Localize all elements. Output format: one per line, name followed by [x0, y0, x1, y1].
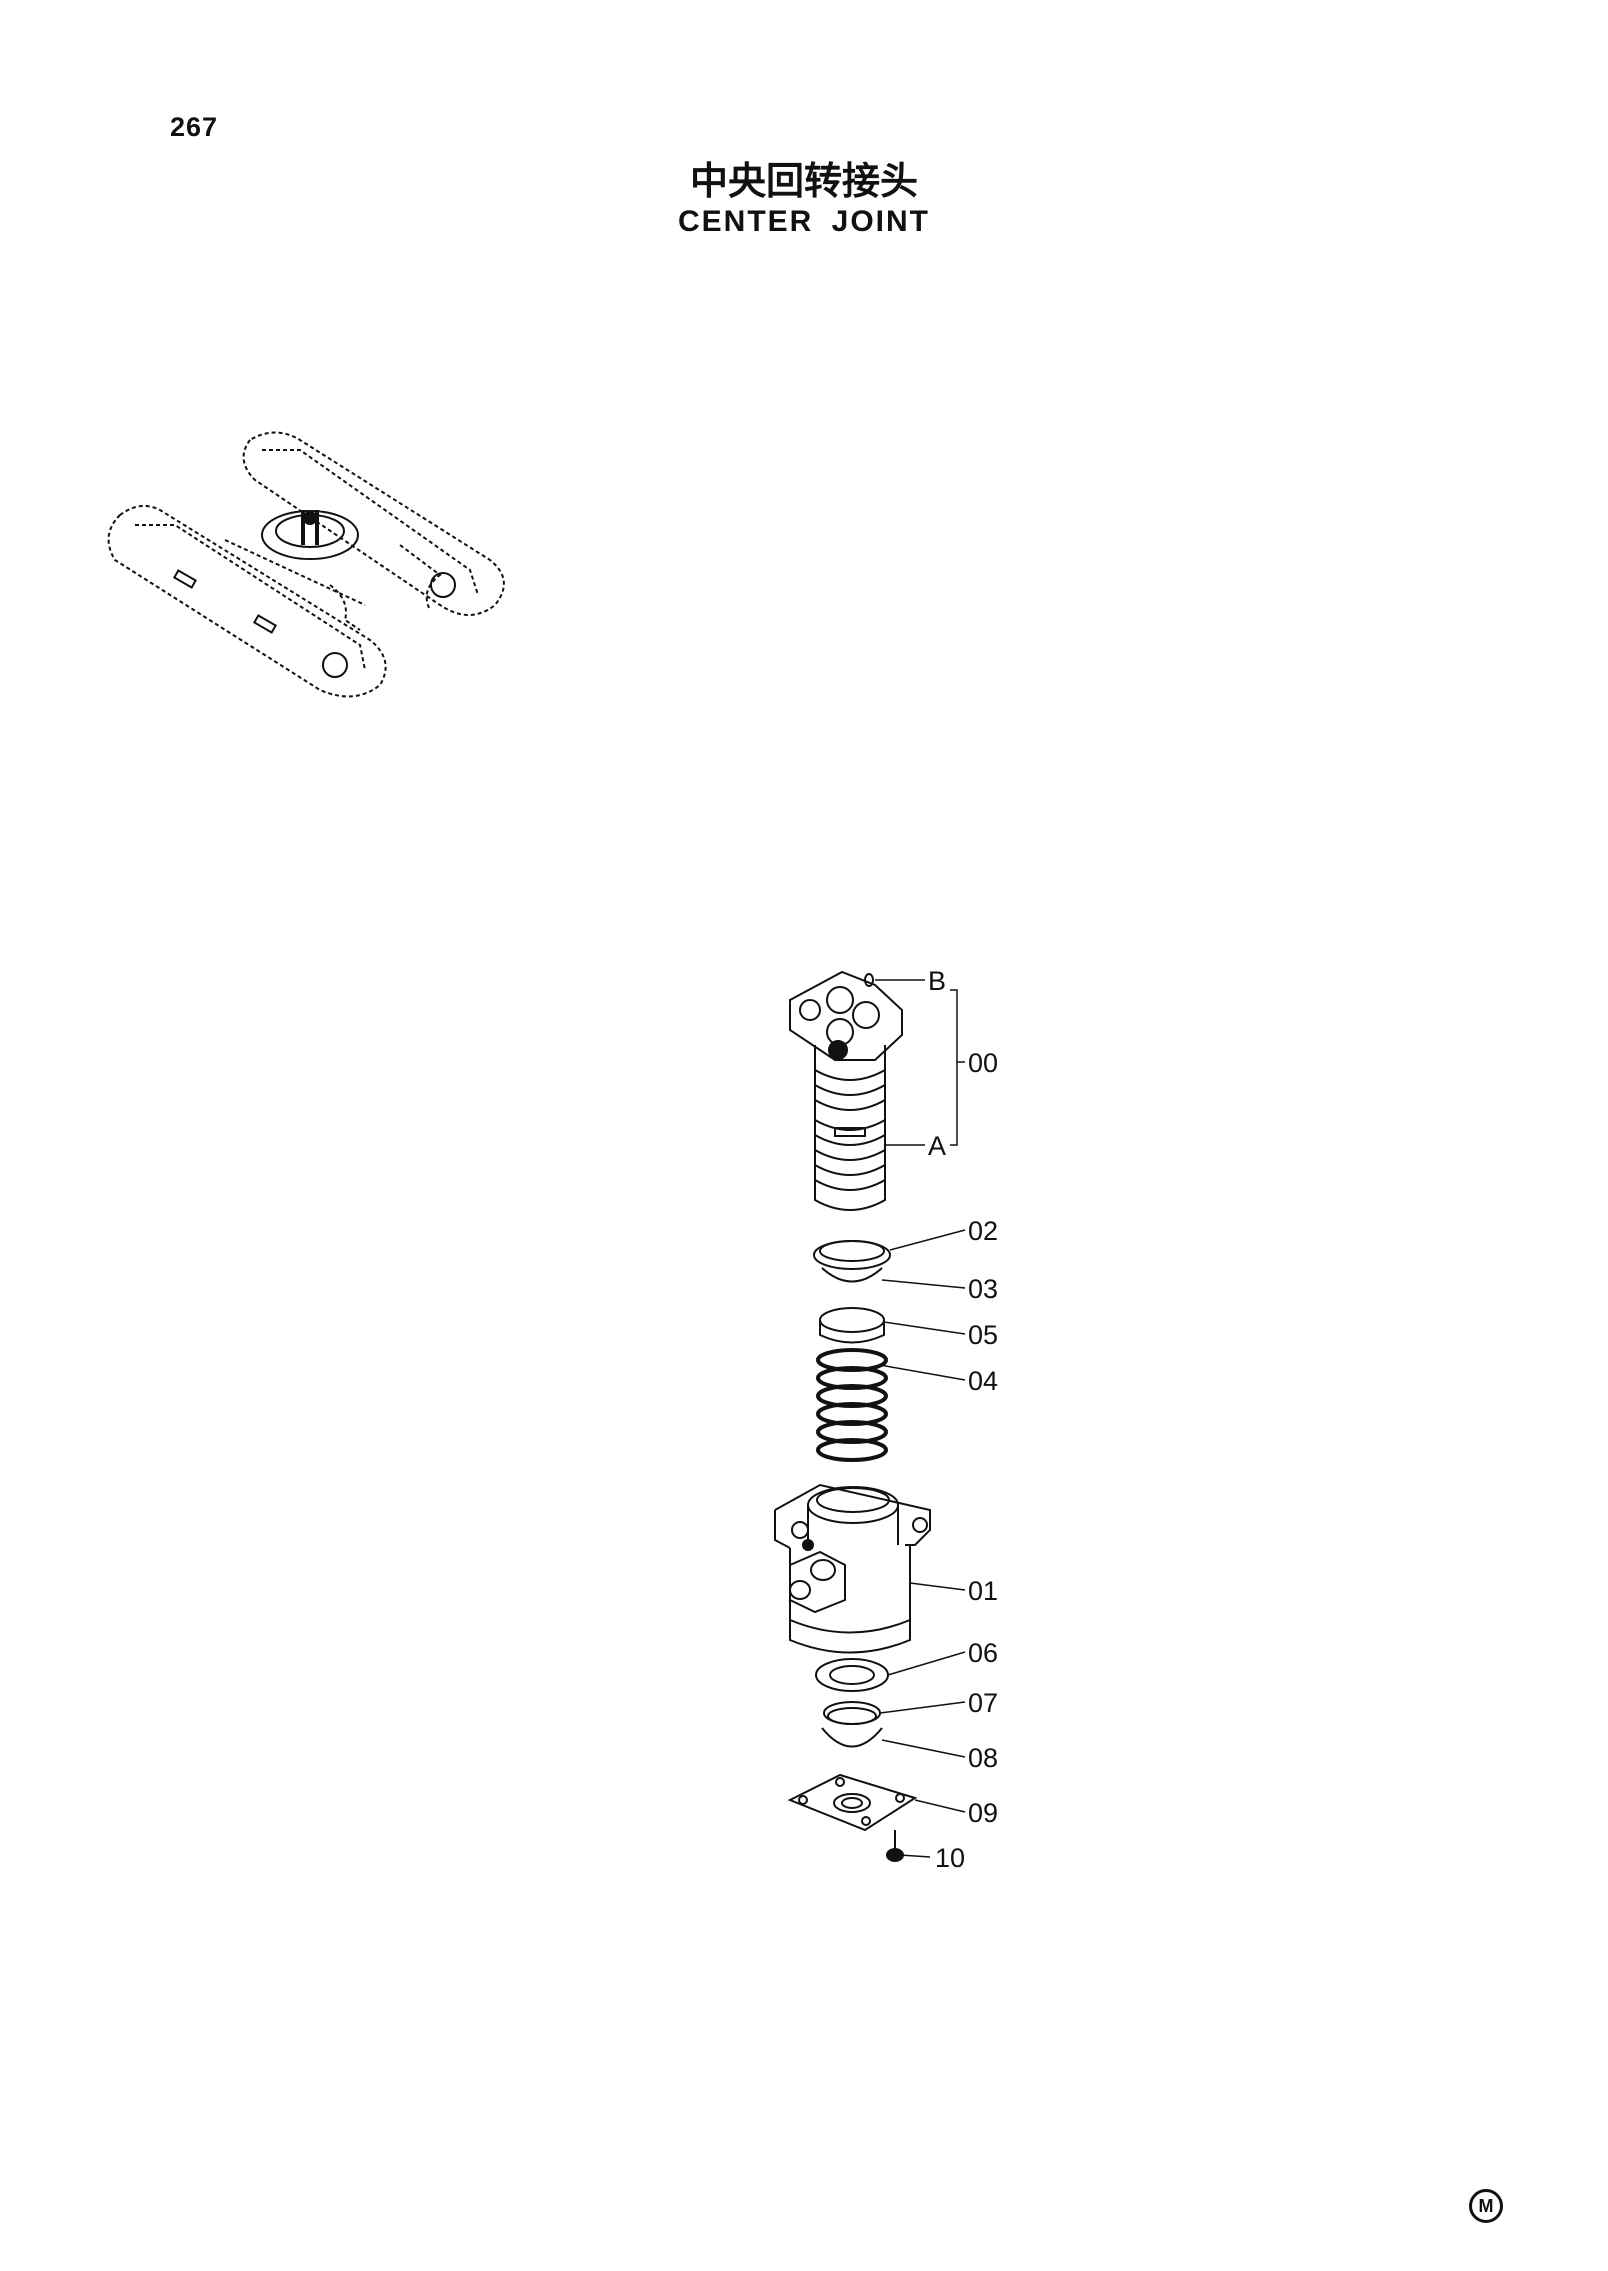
part-05-ring — [819, 1307, 885, 1344]
part-07-ring — [823, 1701, 881, 1725]
callout-03: 03 — [968, 1274, 998, 1304]
callout-05: 05 — [968, 1320, 998, 1350]
page-number: 267 — [170, 112, 219, 142]
callout-09: 09 — [968, 1798, 998, 1828]
part-04-seal-stack — [816, 1348, 888, 1462]
callout-06: 06 — [968, 1638, 998, 1668]
part-03-o-ring — [821, 1267, 883, 1283]
part-00-spindle-assembly — [789, 970, 903, 1211]
part-08-o-ring — [821, 1727, 883, 1748]
undercarriage-center-ring — [261, 510, 359, 560]
callout-07: 07 — [968, 1688, 998, 1718]
part-09-cover — [787, 1773, 918, 1832]
undercarriage-roller-slots — [172, 569, 456, 678]
callout-00: 00 — [968, 1048, 998, 1078]
callout-b: B — [928, 966, 946, 996]
part-01-body — [774, 1483, 931, 1654]
leader-lines — [875, 979, 966, 1858]
callout-01: 01 — [968, 1576, 998, 1606]
callout-02: 02 — [968, 1216, 998, 1246]
part-10-bolt — [886, 1830, 904, 1862]
callout-04: 04 — [968, 1366, 998, 1396]
plug-b — [864, 973, 874, 987]
callout-10: 10 — [935, 1843, 965, 1873]
callout-a: A — [928, 1131, 946, 1161]
page-title-chinese: 中央回转接头 — [689, 159, 918, 203]
undercarriage-locator-illustration — [107, 431, 505, 698]
callout-08: 08 — [968, 1743, 998, 1773]
page-title-english: CENTER JOINT — [677, 205, 931, 238]
corner-mark-icon: M — [1469, 2189, 1503, 2223]
part-06-seal — [815, 1658, 889, 1692]
part-02-seal — [813, 1240, 891, 1270]
